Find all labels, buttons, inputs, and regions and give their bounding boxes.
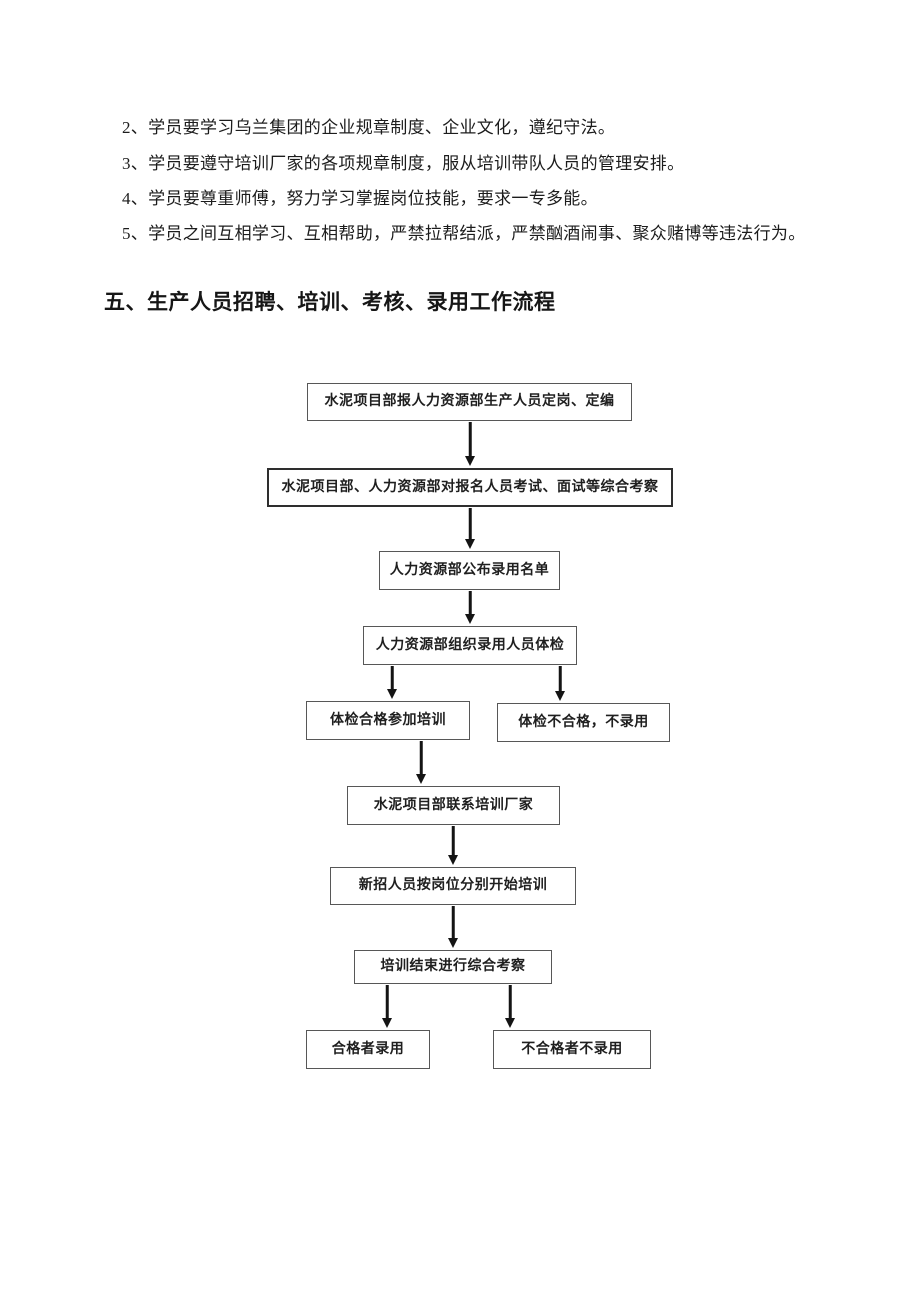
arrow-down-icon (554, 666, 566, 701)
arrow-down-icon (464, 422, 476, 466)
arrow-down-icon (464, 508, 476, 549)
node-physical-exam: 人力资源部组织录用人员体检 (363, 626, 577, 665)
node-final-assessment: 培训结束进行综合考察 (354, 950, 552, 984)
node-qualified-hired: 合格者录用 (306, 1030, 430, 1069)
node-exam-pass-training: 体检合格参加培训 (306, 701, 470, 740)
arrow-down-icon (504, 985, 516, 1028)
list-item-5: 5、学员之间互相学习、互相帮助，严禁拉帮结派，严禁酗酒闹事、聚众赌博等违法行为。 (122, 224, 806, 243)
arrow-down-icon (381, 985, 393, 1028)
node-exam-fail-no-hire: 体检不合格，不录用 (497, 703, 670, 742)
node-define-positions: 水泥项目部报人力资源部生产人员定岗、定编 (307, 383, 632, 421)
list-item-4: 4、学员要尊重师傅，努力学习掌握岗位技能，要求一专多能。 (122, 189, 598, 208)
node-contact-training-factory: 水泥项目部联系培训厂家 (347, 786, 560, 825)
section-heading: 五、生产人员招聘、培训、考核、录用工作流程 (104, 290, 556, 314)
arrow-down-icon (415, 741, 427, 784)
node-announce-hire-list: 人力资源部公布录用名单 (379, 551, 560, 590)
arrow-down-icon (464, 591, 476, 624)
arrow-down-icon (447, 826, 459, 865)
node-exam-interview: 水泥项目部、人力资源部对报名人员考试、面试等综合考察 (267, 468, 673, 507)
node-begin-training: 新招人员按岗位分别开始培训 (330, 867, 576, 905)
arrow-down-icon (386, 666, 398, 699)
list-item-2: 2、学员要学习乌兰集团的企业规章制度、企业文化，遵纪守法。 (122, 118, 616, 137)
arrow-down-icon (447, 906, 459, 948)
node-unqualified-not-hired: 不合格者不录用 (493, 1030, 651, 1069)
list-item-3: 3、学员要遵守培训厂家的各项规章制度，服从培训带队人员的管理安排。 (122, 154, 685, 173)
